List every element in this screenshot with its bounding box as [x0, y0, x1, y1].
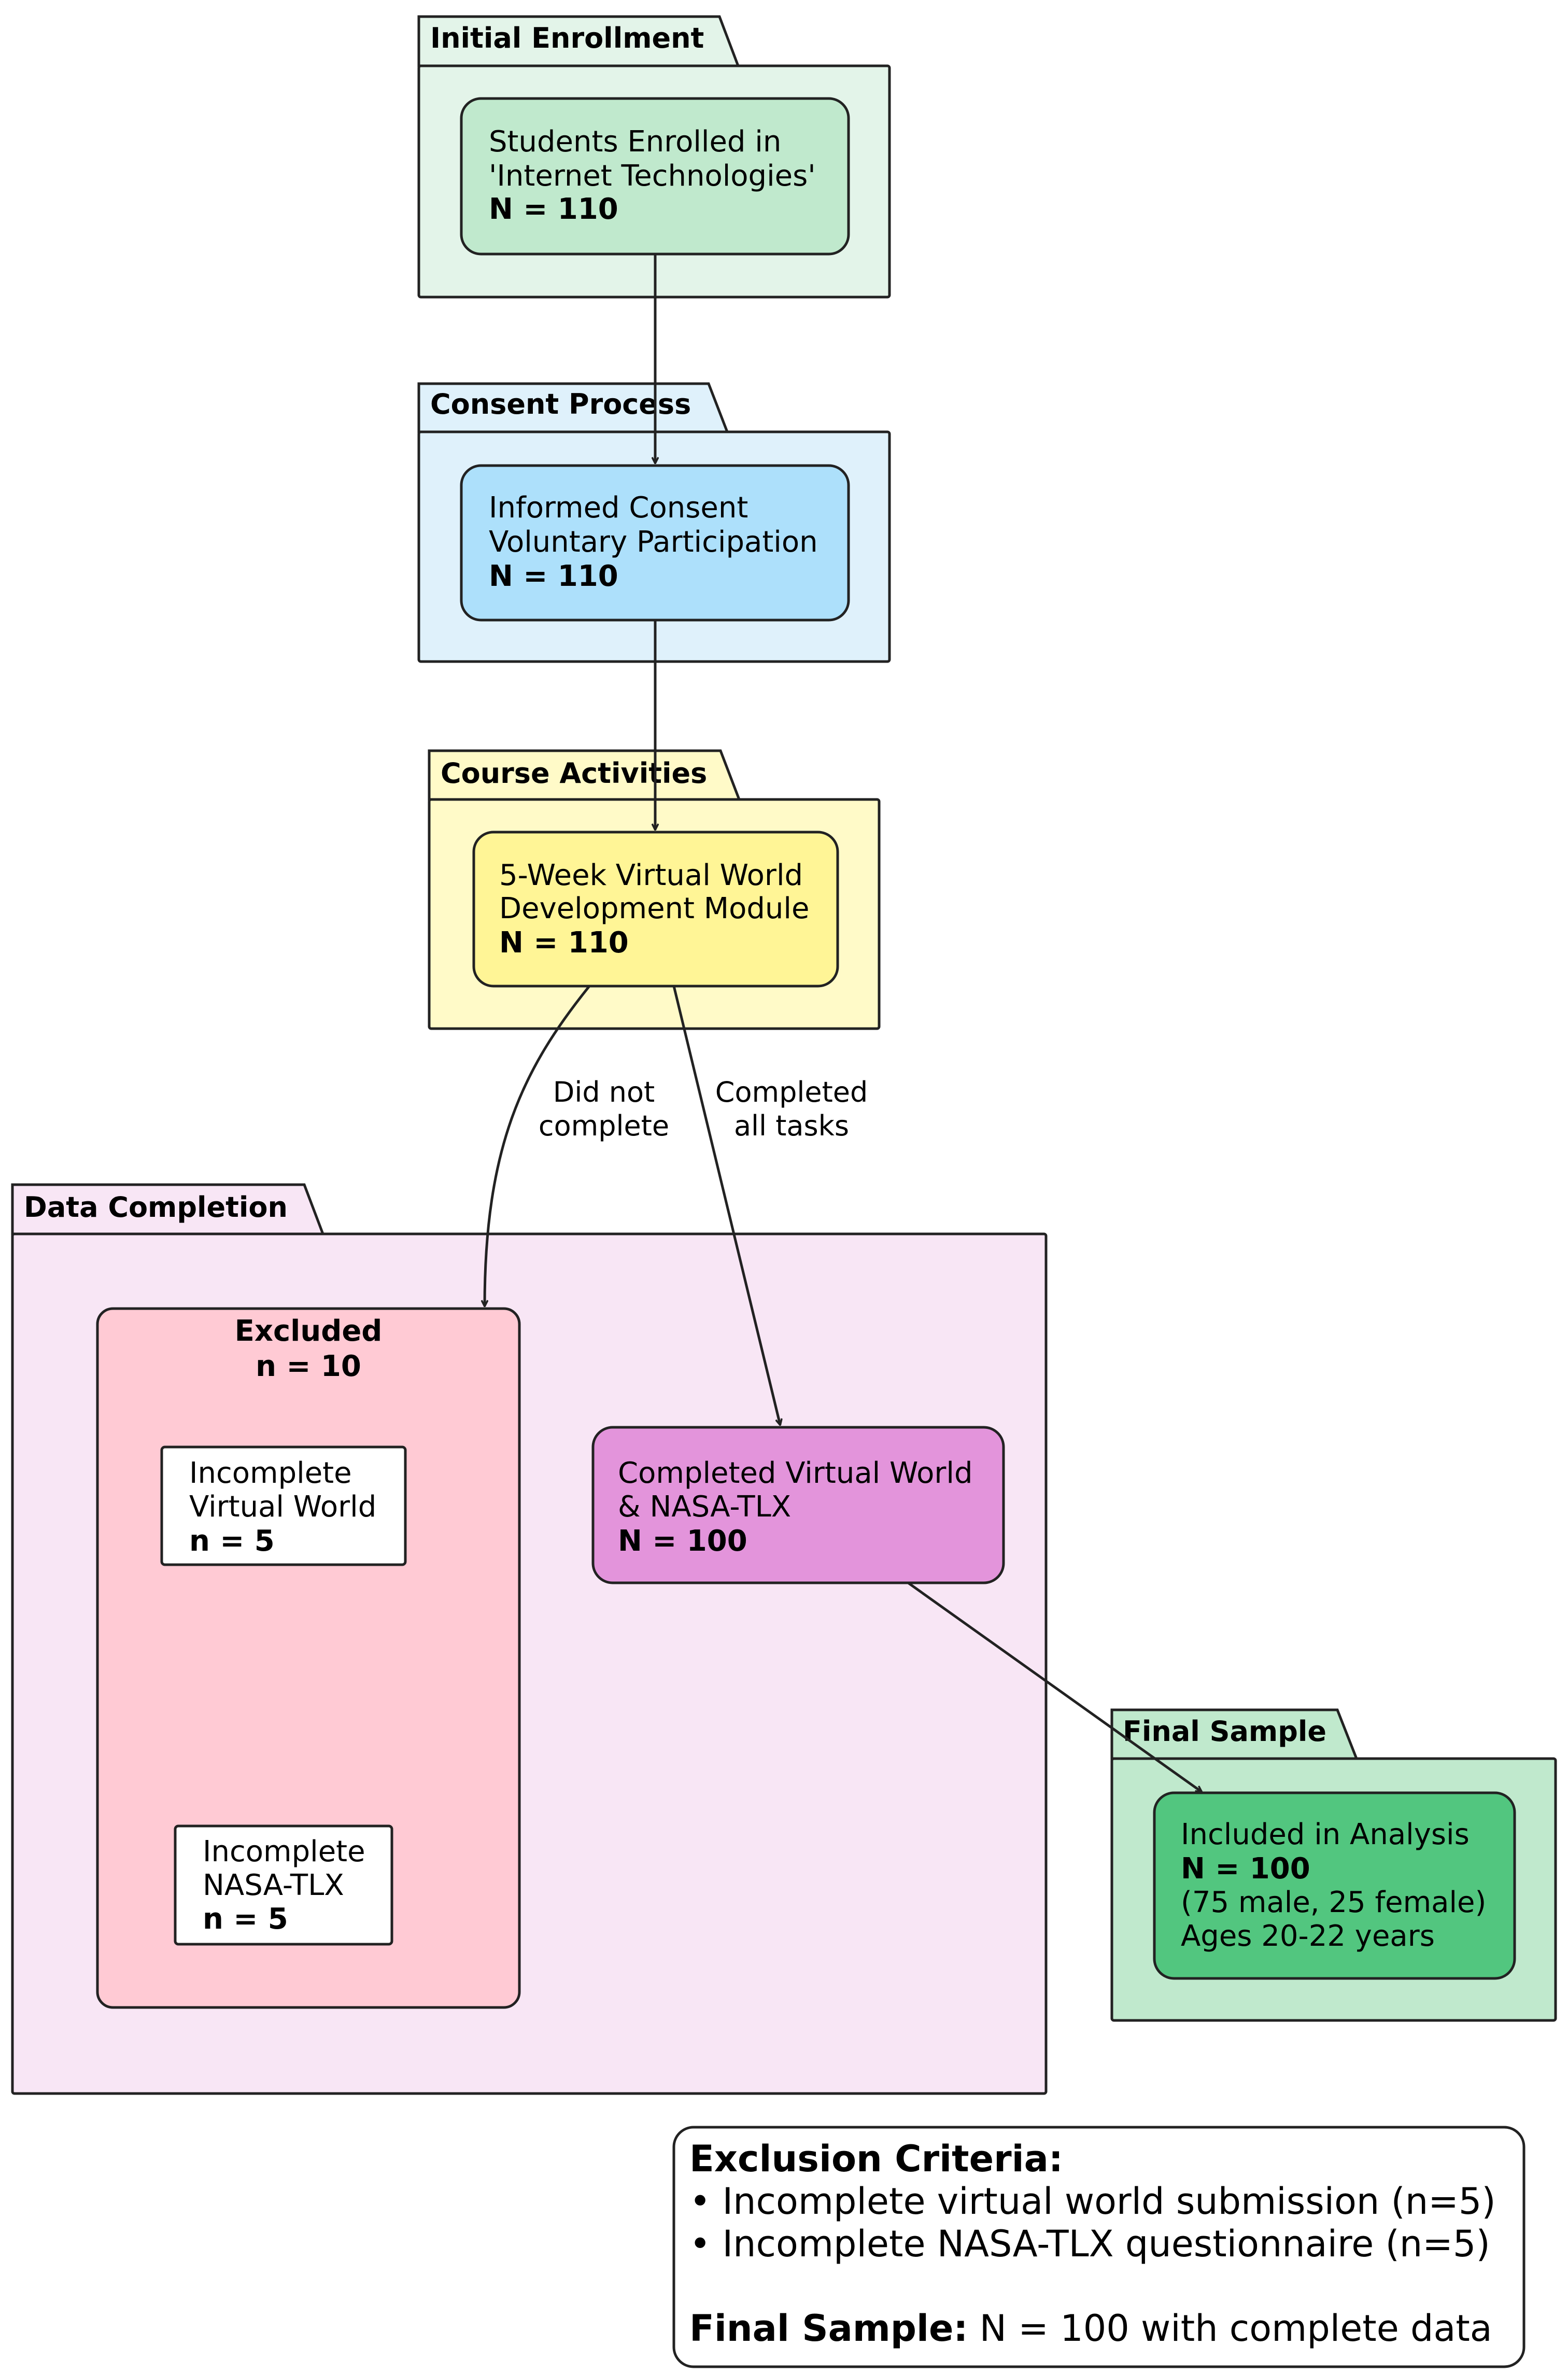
edge-label-did-not-line-2: complete	[539, 1109, 669, 1142]
module-line-2: Development Module	[499, 892, 809, 925]
incomplete-tlx-count: n = 5	[203, 1902, 288, 1936]
package-title: Initial Enrollment	[430, 22, 704, 54]
edge-module-to-excluded	[485, 985, 590, 1306]
excluded-title: Excluded	[235, 1314, 383, 1348]
excluded-count: n = 10	[256, 1350, 361, 1383]
module-node	[472, 831, 839, 988]
package-title: Consent Process	[430, 388, 691, 420]
criteria-final-text: N = 100 with complete data	[968, 2307, 1492, 2350]
incomplete-vw-count: n = 5	[189, 1524, 275, 1558]
incomplete-nasa-tlx-node	[174, 1824, 393, 1946]
included-line-3: (75 male, 25 female)	[1181, 1886, 1486, 1919]
edges	[485, 254, 1202, 1792]
criteria-final-label: Final Sample:	[689, 2307, 968, 2350]
exclusion-criteria-note: Exclusion Criteria: • Incomplete virtual…	[672, 2126, 1525, 2368]
edge-label-completed-line-1: Completed	[715, 1076, 868, 1108]
criteria-final-line: Final Sample: N = 100 with complete data	[689, 2307, 1492, 2350]
incomplete-tlx-line-1: Incomplete	[203, 1835, 365, 1869]
consent-line-1: Informed Consent	[489, 491, 748, 525]
note-box	[672, 2126, 1525, 2368]
package-title: Course Activities	[441, 757, 707, 790]
package-course-activities: Course Activities 5-Week Virtual World D…	[428, 749, 881, 1030]
consent-line-2: Voluntary Participation	[489, 525, 818, 559]
package-final-sample: Final Sample Included in Analysis N = 10…	[1110, 1708, 1557, 2022]
edge-label-did-not-line-1: Did not	[553, 1076, 655, 1108]
included-node	[1153, 1791, 1516, 1980]
included-line-1: Included in Analysis	[1181, 1818, 1470, 1851]
criteria-bullet-1: • Incomplete virtual world submission (n…	[689, 2180, 1496, 2223]
module-count: N = 110	[499, 926, 629, 960]
package-initial-enrollment: Initial Enrollment Students Enrolled in …	[417, 15, 891, 299]
criteria-heading: Exclusion Criteria:	[689, 2138, 1063, 2180]
included-count: N = 100	[1181, 1852, 1310, 1886]
completed-line-2: & NASA-TLX	[618, 1490, 791, 1524]
edge-module-to-completed	[672, 986, 780, 1425]
enrolled-count: N = 110	[489, 192, 618, 226]
consent-count: N = 110	[489, 559, 618, 593]
incomplete-virtual-world-node	[160, 1445, 407, 1566]
incomplete-vw-line-1: Incomplete	[189, 1456, 352, 1490]
package-title: Final Sample	[1123, 1715, 1326, 1748]
package-data-completion: Data Completion Excluded n = 10 Incomple…	[11, 1183, 1048, 2095]
enrolled-line-2: 'Internet Technologies'	[489, 159, 816, 193]
module-line-1: 5-Week Virtual World	[499, 859, 803, 892]
completed-count: N = 100	[618, 1524, 747, 1558]
package-title: Data Completion	[24, 1191, 288, 1224]
enrolled-line-1: Students Enrolled in	[489, 125, 781, 159]
completed-line-1: Completed Virtual World	[618, 1456, 973, 1490]
incomplete-tlx-line-2: NASA-TLX	[203, 1869, 344, 1902]
edge-label-completed-line-2: all tasks	[734, 1109, 849, 1142]
included-line-4: Ages 20-22 years	[1181, 1919, 1435, 1953]
edge-completed-to-included	[907, 1581, 1202, 1792]
package-consent-process: Consent Process Informed Consent Volunta…	[417, 382, 891, 663]
incomplete-vw-line-2: Virtual World	[189, 1490, 376, 1524]
criteria-bullet-2: • Incomplete NASA-TLX questionnaire (n=5…	[689, 2223, 1490, 2265]
completed-node	[591, 1426, 1005, 1584]
